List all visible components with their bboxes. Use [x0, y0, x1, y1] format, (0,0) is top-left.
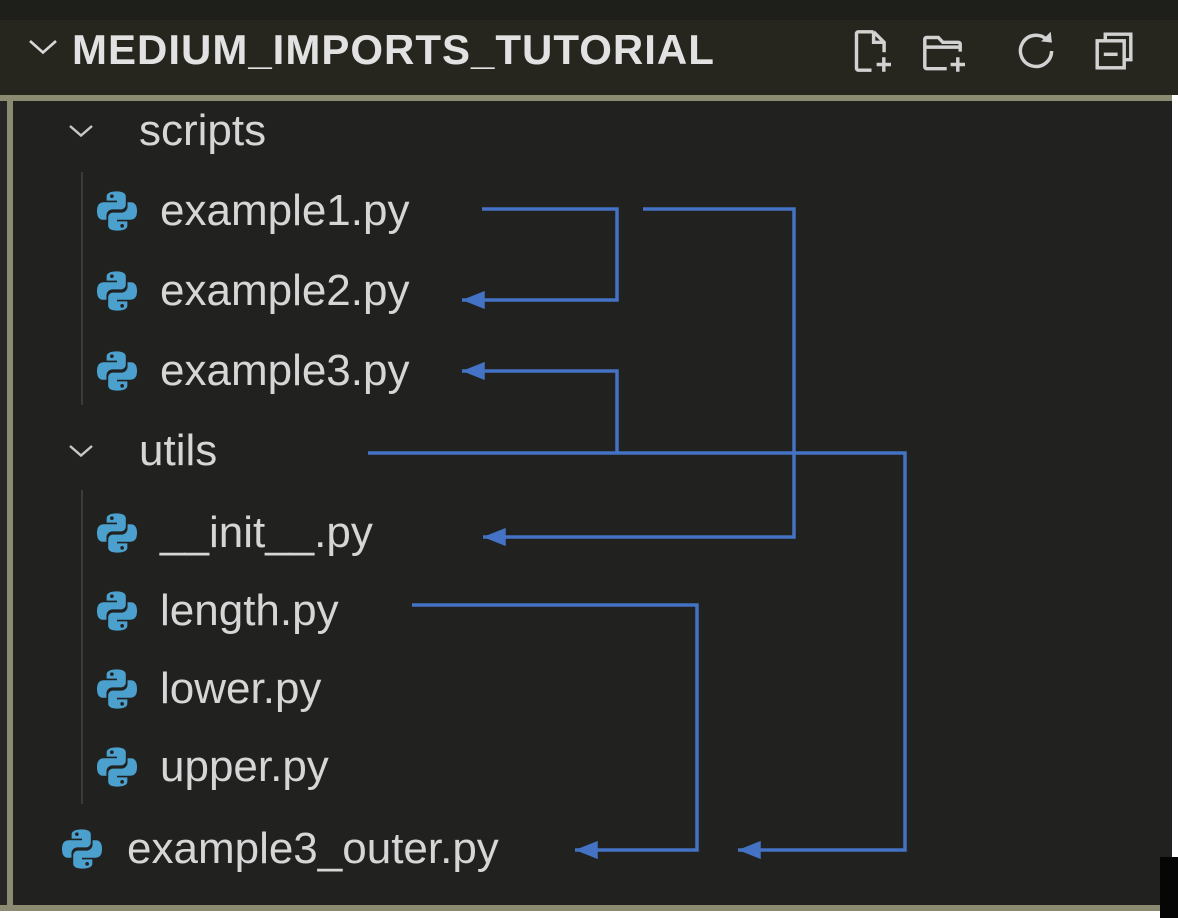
folder-label: utils: [139, 426, 218, 475]
file-label: upper.py: [160, 742, 329, 791]
frame-top-rule: [0, 95, 1172, 101]
file-label: __init__.py: [160, 508, 373, 557]
python-file-icon: [95, 745, 139, 789]
python-file-icon: [95, 269, 139, 313]
tree-item-example3-py[interactable]: example3.py: [0, 331, 1178, 411]
frame-left-dark-strip: [0, 101, 7, 905]
python-file-icon: [95, 511, 139, 555]
file-label: example1.py: [160, 186, 410, 235]
new-folder-icon: [923, 35, 965, 72]
file-label: lower.py: [160, 664, 322, 713]
collapse-folders-button[interactable]: [1090, 27, 1138, 75]
tree-item-length-py[interactable]: length.py: [0, 571, 1178, 651]
chevron-down-icon[interactable]: [68, 443, 94, 459]
frame-bottom-border: [0, 905, 1172, 911]
python-file-icon: [95, 589, 139, 633]
chevron-down-icon[interactable]: [68, 123, 94, 139]
tree-item-init-py[interactable]: __init__.py: [0, 493, 1178, 573]
new-folder-button[interactable]: [920, 27, 968, 75]
new-file-button[interactable]: [846, 27, 894, 75]
section-title: MEDIUM_IMPORTS_TUTORIAL: [72, 26, 715, 73]
tree-item-example1-py[interactable]: example1.py: [0, 171, 1178, 251]
indent-guide-scripts: [81, 172, 83, 405]
refresh-explorer-button[interactable]: [1012, 27, 1060, 75]
python-file-icon: [95, 667, 139, 711]
refresh-icon: [1018, 31, 1054, 69]
python-file-icon: [95, 189, 139, 233]
tree-item-example2-py[interactable]: example2.py: [0, 251, 1178, 331]
python-file-icon: [60, 827, 104, 871]
tree-item-lower-py[interactable]: lower.py: [0, 649, 1178, 729]
section-chevron-down-icon[interactable]: [28, 38, 58, 56]
new-file-icon: [854, 30, 891, 72]
tree-item-example3-outer-py[interactable]: example3_outer.py: [0, 809, 1178, 889]
file-label: example2.py: [160, 266, 410, 315]
file-label: example3_outer.py: [127, 824, 499, 873]
file-label: example3.py: [160, 346, 410, 395]
folder-label: scripts: [139, 106, 267, 155]
indent-guide-utils: [81, 490, 83, 804]
explorer-section-header: MEDIUM_IMPORTS_TUTORIAL: [0, 0, 1178, 95]
screenshot-crop-artifact: [1160, 857, 1178, 918]
frame-left-border: [7, 101, 13, 905]
tree-item-utils[interactable]: utils: [0, 411, 1178, 491]
header-top-strip: [0, 0, 1178, 20]
tree-item-scripts[interactable]: scripts: [0, 91, 1178, 171]
python-file-icon: [95, 349, 139, 393]
file-label: length.py: [160, 586, 339, 635]
tree-item-upper-py[interactable]: upper.py: [0, 727, 1178, 807]
collapse-all-icon: [1095, 32, 1133, 70]
